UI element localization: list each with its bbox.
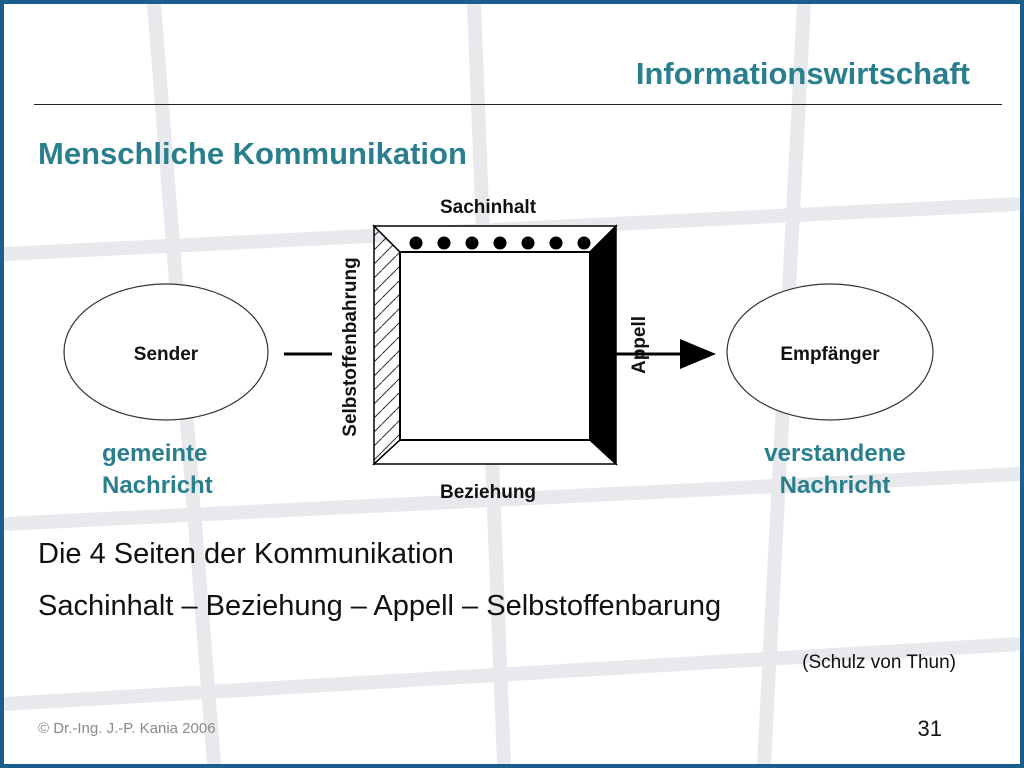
top-panel-dot [521, 236, 535, 250]
copyright: © Dr.-Ing. J.-P. Kania 2006 [38, 720, 216, 737]
left-panel [373, 224, 401, 466]
slide: Informationswirtschaft Menschliche Kommu… [4, 4, 1020, 764]
header-divider [34, 104, 1002, 105]
receiver-caption-line1: verstandene [764, 440, 906, 467]
receiver-caption: verstandene Nachricht [740, 438, 930, 502]
receiver-ellipse [726, 283, 934, 421]
sender-caption-line2: Nachricht [102, 472, 213, 499]
top-panel-dot [493, 236, 507, 250]
source-citation: (Schulz von Thun) [802, 652, 956, 673]
left-label: Selbstoffenbahrung [340, 257, 361, 436]
top-panel-dot [409, 236, 423, 250]
top-panel-dot [465, 236, 479, 250]
header-title: Informationswirtschaft [635, 56, 970, 91]
top-label: Sachinhalt [440, 197, 537, 218]
sender-caption: gemeinte Nachricht [102, 438, 213, 502]
body-line-2: Sachinhalt – Beziehung – Appell – Selbst… [38, 590, 722, 622]
top-panel-dot [437, 236, 451, 250]
top-panel-dot [549, 236, 563, 250]
message-square [372, 224, 618, 466]
top-panel-dot [577, 236, 591, 250]
sender-caption-line1: gemeinte [102, 440, 208, 467]
right-label: Appell [629, 316, 650, 374]
bottom-panel [372, 439, 618, 465]
top-panel-dots [409, 236, 591, 250]
bottom-label: Beziehung [440, 482, 536, 503]
page-number: 31 [917, 716, 942, 741]
body-line-1: Die 4 Seiten der Kommunikation [38, 538, 454, 570]
receiver-label: Empfänger [780, 344, 880, 365]
receiver-caption-line2: Nachricht [779, 472, 891, 499]
sender-ellipse [63, 283, 269, 421]
sender-label: Sender [134, 344, 199, 365]
communication-diagram: Sender Empfänger Sachinhalt Beziehung Se… [63, 197, 934, 503]
section-title: Menschliche Kommunikation [38, 136, 467, 171]
inner-square [399, 251, 591, 441]
right-panel [589, 224, 617, 466]
